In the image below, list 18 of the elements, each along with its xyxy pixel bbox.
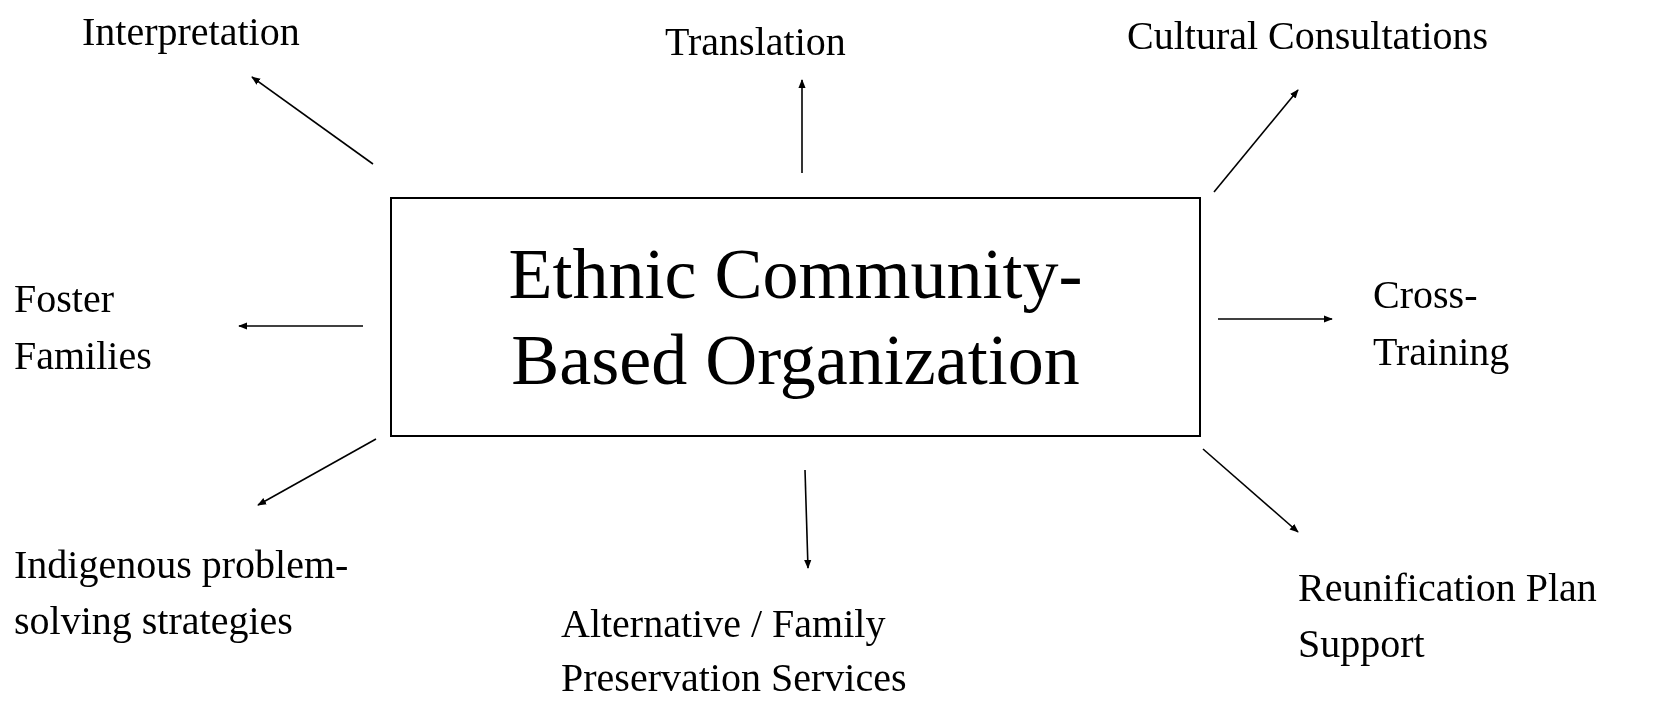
- arrow: [798, 79, 806, 174]
- service-label: Interpretation: [82, 4, 382, 60]
- arrow: [804, 469, 812, 569]
- service-label: Translation: [665, 14, 925, 70]
- arrow: [238, 322, 364, 330]
- organization-box: [390, 197, 1201, 437]
- arrow: [251, 76, 374, 165]
- arrow: [1202, 448, 1299, 533]
- arrow: [1213, 89, 1299, 193]
- organization-title: Ethnic Community- Based Organization: [507, 233, 1084, 402]
- service-label: Cross- Training: [1373, 266, 1553, 380]
- service-label: Indigenous problem-solving strategies: [14, 537, 354, 649]
- arrow: [1217, 315, 1333, 323]
- service-label: Cultural Consultations: [1127, 8, 1587, 64]
- service-label: Alternative / Family Preservation Services: [561, 597, 1001, 703]
- arrow: [257, 438, 377, 506]
- service-label: Foster Families: [14, 270, 204, 384]
- service-label: Reunification Plan Support: [1298, 560, 1668, 672]
